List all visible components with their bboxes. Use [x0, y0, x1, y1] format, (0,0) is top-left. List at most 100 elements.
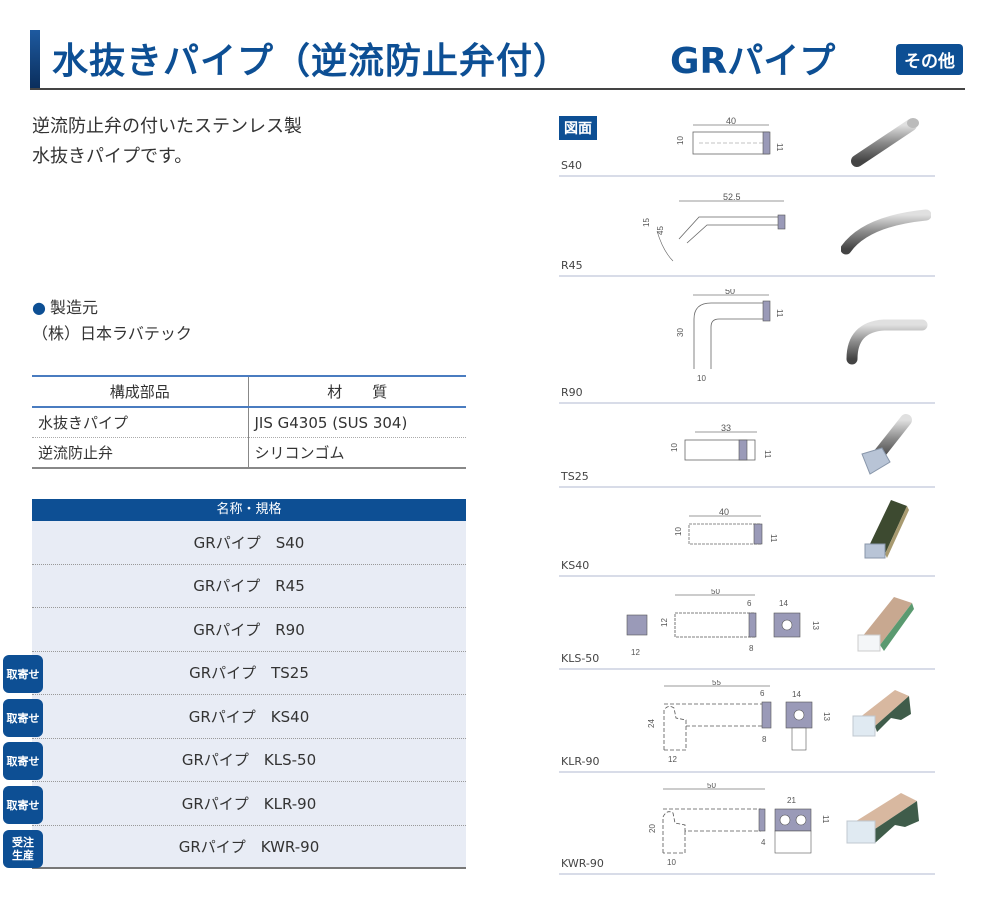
drawing-row-s40: 40 10 11 S40	[559, 105, 935, 177]
order-in-badge: 取寄せ	[3, 786, 43, 824]
svg-text:24: 24	[647, 719, 656, 728]
svg-text:8: 8	[762, 735, 767, 744]
s40-photo	[851, 118, 919, 167]
klr90-photo	[852, 690, 911, 737]
svg-text:50: 50	[707, 783, 716, 790]
table-row: GRパイプ R45	[32, 564, 466, 608]
svg-text:12: 12	[660, 618, 669, 627]
svg-text:13: 13	[822, 712, 831, 721]
product-description: 逆流防止弁の付いたステンレス製 水抜きパイプです。	[32, 112, 302, 172]
svg-text:40: 40	[719, 507, 729, 517]
page-title: 水抜きパイプ（逆流防止弁付）	[52, 41, 571, 82]
svg-text:6: 6	[760, 689, 765, 698]
description-line: 逆流防止弁の付いたステンレス製	[32, 116, 302, 137]
drawing-label: S40	[561, 159, 582, 172]
column-header: 材 質	[247, 375, 466, 408]
r45-photo	[841, 209, 931, 255]
svg-text:4: 4	[761, 838, 766, 847]
table-row: GRパイプ R90	[32, 608, 466, 652]
page-header: 水抜きパイプ（逆流防止弁付） GRパイプ その他	[30, 30, 965, 90]
ts25-drawing: 33 10 11	[670, 424, 772, 461]
drawing-label: KWR-90	[561, 857, 604, 870]
svg-text:14: 14	[779, 599, 788, 608]
svg-text:20: 20	[649, 824, 657, 833]
product-name: GRパイプ	[670, 41, 836, 82]
svg-text:10: 10	[674, 527, 683, 536]
svg-text:52.5: 52.5	[723, 192, 741, 202]
svg-text:15: 15	[642, 218, 651, 227]
klr90-drawing: 55 6 24 12 8 14 13	[647, 680, 831, 764]
bullet-icon: ●	[32, 298, 46, 317]
svg-text:11: 11	[775, 309, 784, 318]
drawing-row-ks40: 40 10 11 KS40	[559, 488, 935, 577]
svg-text:10: 10	[667, 858, 676, 867]
svg-text:21: 21	[787, 796, 796, 805]
drawing-tag: 図面	[559, 116, 597, 140]
ks40-photo	[864, 500, 909, 559]
order-in-badge: 取寄せ	[3, 655, 43, 693]
svg-text:50: 50	[711, 589, 720, 596]
svg-text:12: 12	[631, 648, 640, 657]
drawing-row-klr90: 55 6 24 12 8 14 13 KLR-90	[559, 670, 935, 773]
column-header: 構成部品	[32, 375, 248, 408]
svg-text:11: 11	[821, 815, 830, 824]
drawing-row-kwr90: 50 20 10 4 21 11 KWR-90	[559, 773, 935, 875]
order-in-badge: 取寄せ	[3, 699, 43, 737]
svg-text:11: 11	[763, 450, 772, 459]
r45-drawing: 52.5 15 45	[642, 192, 786, 262]
svg-text:33: 33	[721, 424, 731, 433]
drawing-label: KLR-90	[561, 755, 600, 768]
drawing-row-kls50: 12 50 6 12 8 14 13 KLS-50	[559, 577, 935, 670]
svg-text:30: 30	[676, 328, 685, 337]
table-row: GRパイプ KLS-50	[32, 738, 466, 782]
made-to-order-badge: 受注 生産	[3, 830, 43, 868]
category-badge: その他	[896, 44, 963, 75]
table-cell: 逆流防止弁	[32, 437, 248, 469]
table-row: GRパイプ TS25	[32, 651, 466, 695]
title-accent-bar	[30, 30, 40, 88]
drawing-row-ts25: 33 10 11 TS25	[559, 404, 935, 488]
table-cell: JIS G4305 (SUS 304)	[247, 407, 466, 438]
table-row: GRパイプ KWR-90	[32, 825, 466, 869]
spec-table: 名称・規格 GRパイプ S40 GRパイプ R45 GRパイプ R90 GRパイ…	[32, 499, 466, 869]
ks40-drawing: 40 10 11	[674, 507, 778, 545]
manufacturer-name: （株）日本ラバテック	[32, 324, 192, 343]
table-row: 水抜きパイプ JIS G4305 (SUS 304)	[32, 407, 466, 438]
drawing-label: R90	[561, 386, 583, 399]
s40-drawing: 40 10 11	[676, 117, 784, 155]
svg-text:10: 10	[697, 374, 706, 383]
table-row: GRパイプ S40	[32, 521, 466, 565]
svg-text:11: 11	[769, 534, 778, 543]
svg-text:10: 10	[670, 443, 679, 452]
svg-text:6: 6	[747, 599, 752, 608]
svg-text:12: 12	[668, 755, 677, 764]
table-cell: 水抜きパイプ	[32, 407, 248, 438]
svg-text:14: 14	[792, 690, 801, 699]
drawing-label: KS40	[561, 559, 590, 572]
svg-text:50: 50	[725, 289, 735, 296]
kls50-photo	[857, 597, 914, 652]
kls50-drawing: 12 50 6 12 8 14 13	[626, 589, 820, 657]
table-row: GRパイプ KS40	[32, 695, 466, 739]
kwr90-photo	[846, 793, 919, 844]
order-in-badge: 取寄せ	[3, 742, 43, 780]
ts25-photo	[861, 414, 912, 475]
drawing-row-r90: 50 30 10 11 R90	[559, 277, 935, 404]
manufacturer-label: ●製造元	[32, 298, 98, 317]
drawing-label: KLS-50	[561, 652, 600, 665]
svg-text:40: 40	[726, 117, 736, 126]
svg-text:10: 10	[676, 136, 685, 145]
spec-table-header: 名称・規格	[32, 499, 466, 521]
table-row: 逆流防止弁 シリコンゴム	[32, 437, 466, 469]
materials-table: 構成部品 材 質 水抜きパイプ JIS G4305 (SUS 304) 逆流防止…	[32, 375, 466, 469]
svg-text:55: 55	[712, 680, 721, 687]
description-line: 水抜きパイプです。	[32, 146, 193, 167]
svg-text:11: 11	[775, 143, 784, 152]
drawing-label: R45	[561, 259, 583, 272]
svg-text:45: 45	[656, 226, 665, 235]
svg-text:8: 8	[749, 644, 754, 653]
drawing-row-r45: 52.5 15 45 R45	[559, 177, 935, 277]
drawing-label: TS25	[561, 470, 589, 483]
r90-photo	[846, 319, 928, 365]
table-row: GRパイプ KLR-90	[32, 782, 466, 826]
